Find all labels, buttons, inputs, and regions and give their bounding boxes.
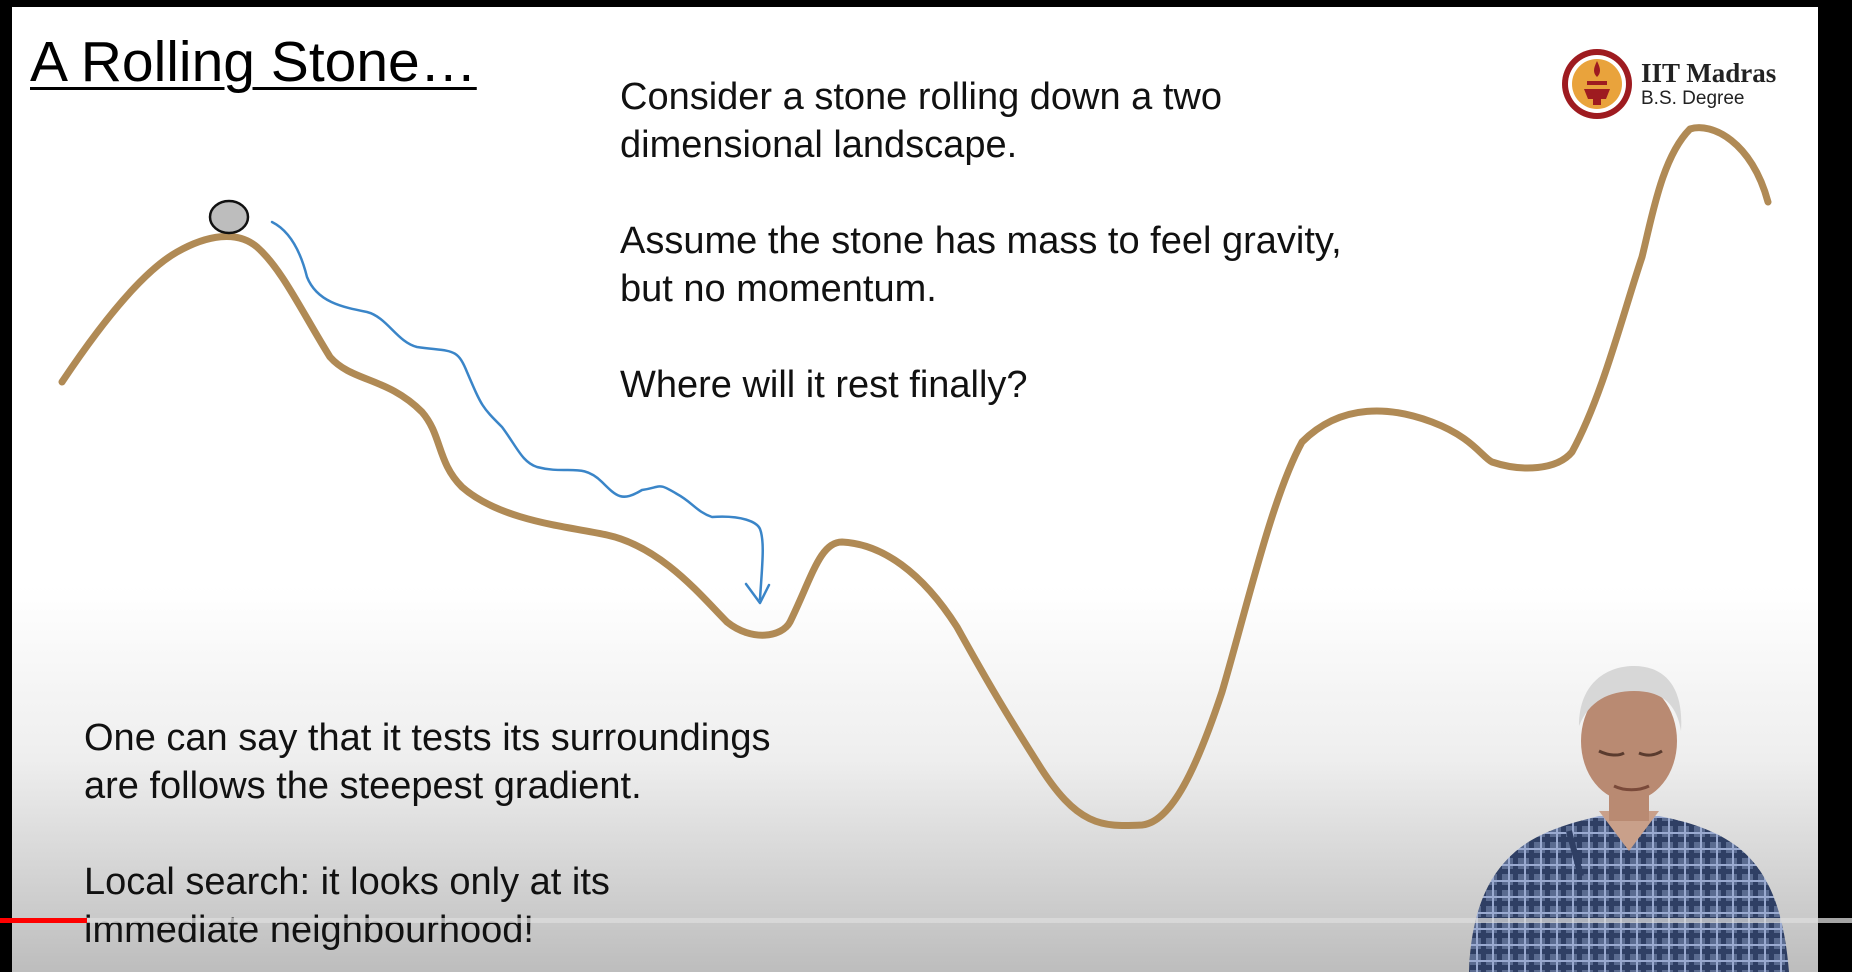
slide-text-local-search: Local search: it looks only at its immed… <box>84 861 610 951</box>
slide-title: A Rolling Stone… <box>30 30 477 94</box>
slide-text-gravity: Assume the stone has mass to feel gravit… <box>620 220 1342 310</box>
iit-madras-logo: IIT Madras B.S. Degree <box>1548 43 1818 123</box>
landscape-curve <box>58 124 1772 830</box>
lecture-slide: A Rolling Stone… Consider a stone rollin… <box>12 7 1818 972</box>
slide-text-gradient: One can say that it tests its surroundin… <box>84 717 771 807</box>
landscape-diagram <box>58 124 1772 830</box>
presenter-image <box>1469 666 1789 972</box>
iit-madras-emblem-icon <box>1562 49 1632 119</box>
descent-arrowhead <box>744 582 771 605</box>
logo-name: IIT Madras <box>1641 58 1777 88</box>
logo-degree: B.S. Degree <box>1641 88 1745 109</box>
progress-bar[interactable] <box>0 918 1852 923</box>
slide-text-landscape: Consider a stone rolling down a two dime… <box>620 76 1223 166</box>
descent-path-arrow <box>270 220 764 601</box>
stone-icon <box>208 199 250 235</box>
slide-text-question: Where will it rest finally? <box>620 364 1028 406</box>
progress-played <box>0 918 88 923</box>
